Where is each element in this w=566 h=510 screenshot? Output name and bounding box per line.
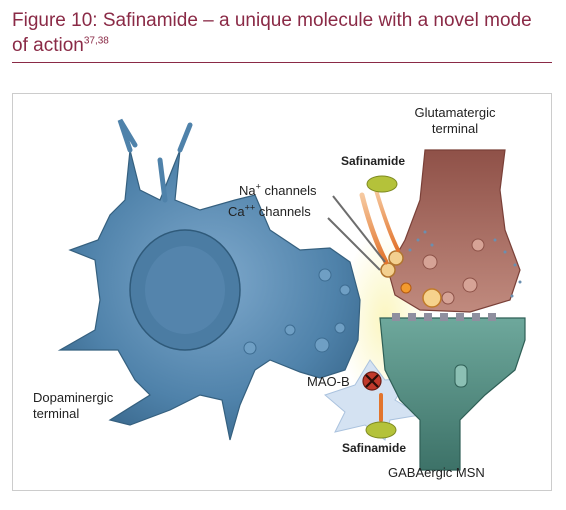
- maob-inhibition-icon: [362, 371, 382, 391]
- gabaergic-neuron: [379, 317, 526, 471]
- synaptic-receptors: [392, 313, 496, 321]
- safinamide-molecule-bottom: [365, 421, 397, 439]
- glutamatergic-terminal: [387, 149, 521, 313]
- vesicle: [318, 268, 332, 282]
- release-site: [422, 288, 442, 308]
- safinamide-bottom-label: Safinamide: [342, 441, 407, 455]
- safinamide-action-arrow: [359, 192, 389, 265]
- safinamide-top-label: Safinamide: [341, 154, 406, 168]
- safinamide-action-arrow: [374, 188, 400, 252]
- vesicle: [339, 284, 351, 296]
- na-channels-label: Na+ channels: [239, 181, 317, 198]
- vesicle: [441, 291, 455, 305]
- ca-channels-label: Ca++ channels: [228, 202, 311, 219]
- neurotransmitter-dots: [408, 230, 522, 298]
- safinamide-molecule-top: [366, 175, 398, 193]
- gabaergic-msn-label: GABAergic MSN: [388, 465, 485, 480]
- release-site-small: [400, 282, 412, 294]
- vesicle: [422, 254, 438, 270]
- glutamatergic-terminal-label: Glutamatergic terminal: [414, 105, 496, 136]
- vesicle: [471, 238, 485, 252]
- maob-label: MAO-B: [307, 374, 350, 389]
- vesicle: [243, 341, 257, 355]
- dopaminergic-terminal-label: Dopaminergic terminal: [33, 390, 114, 421]
- title-reference-superscript: 37,38: [83, 35, 109, 47]
- vesicle: [334, 322, 346, 334]
- na-pointer-line: [332, 195, 386, 263]
- ca-pointer-line: [327, 217, 381, 271]
- vesicle: [314, 337, 330, 353]
- ca-channel: [388, 250, 404, 266]
- figure-title: Figure 10: Safinamide – a unique molecul…: [12, 10, 532, 56]
- vesicle: [462, 277, 478, 293]
- vesicle: [284, 324, 296, 336]
- figure-frame: [12, 93, 552, 491]
- title-divider: [12, 62, 552, 63]
- dopaminergic-neuron: [57, 118, 361, 441]
